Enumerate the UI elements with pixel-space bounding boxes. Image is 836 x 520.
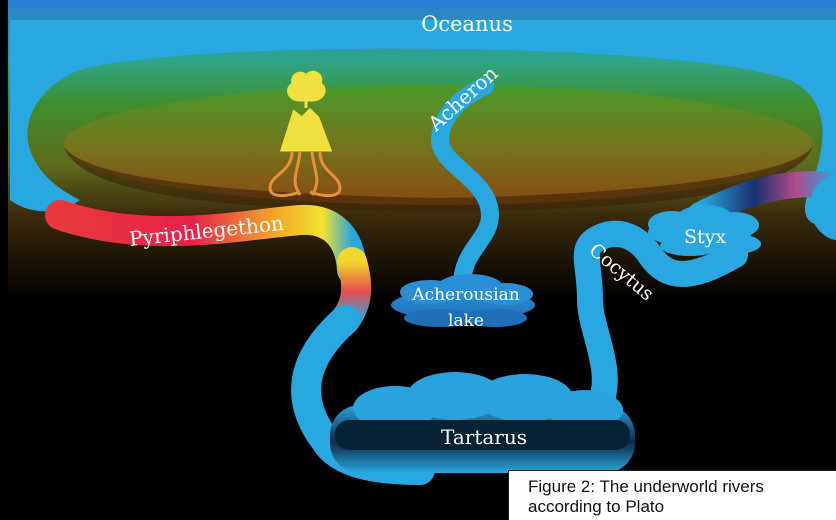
caption-line2: according to Plato [528,497,836,517]
acherousian-label-line2: lake [448,311,484,331]
tartarus-label: Tartarus [441,425,527,449]
styx-label: Styx [684,226,726,248]
caption-line1: Figure 2: The underworld rivers [528,477,836,497]
figure-caption: Figure 2: The underworld rivers accordin… [508,470,836,520]
left-frame [0,0,8,520]
oceanus-label: Oceanus [421,12,513,36]
acherousian-label-line1: Acherousian [411,285,519,305]
